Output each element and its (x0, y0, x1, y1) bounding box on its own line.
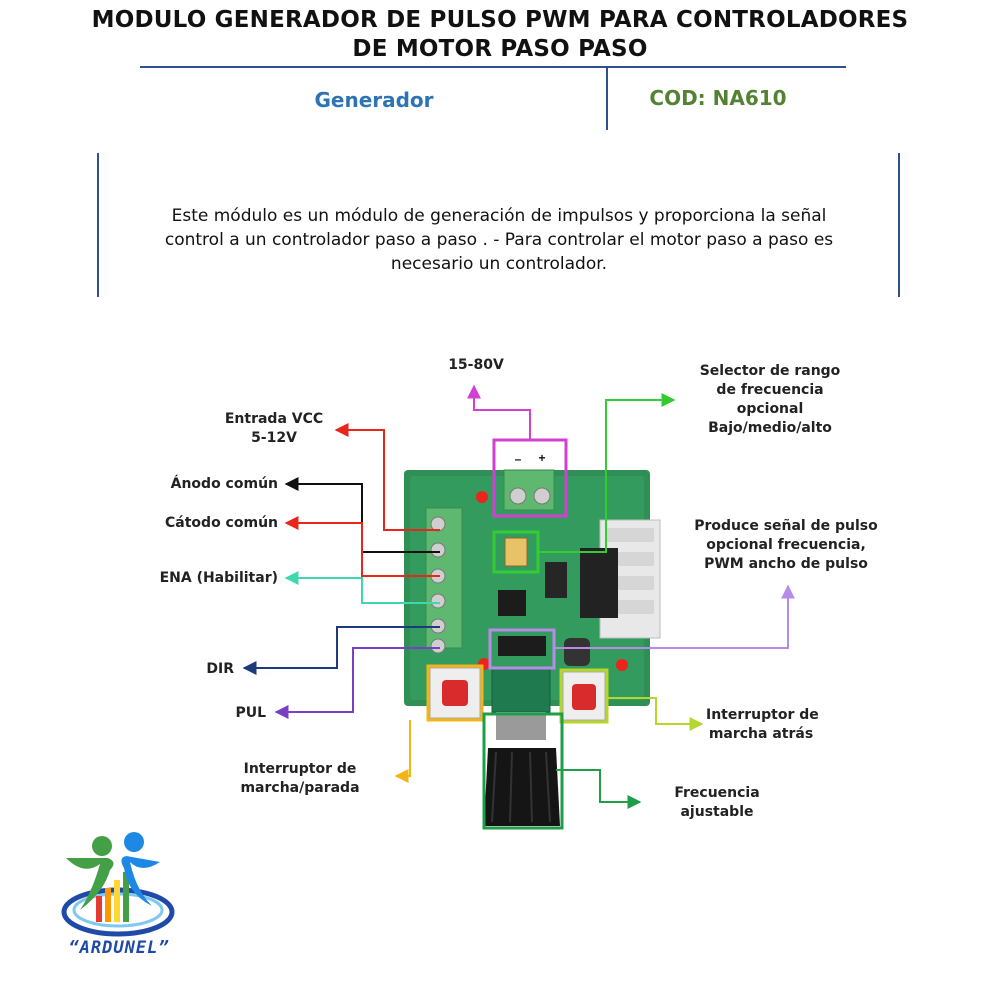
label-dir: DIR (206, 661, 234, 677)
description-line-1: Este módulo es un módulo de generación d… (171, 206, 827, 226)
terminal-minus-label: – (515, 452, 522, 466)
product-code: COD: NA610 (649, 86, 787, 110)
label-common-anode: Ánodo común (170, 476, 278, 492)
diode (545, 562, 567, 598)
header-divider (140, 66, 846, 68)
reverse-highlight (559, 668, 609, 724)
description-line-3: necesario un controlador. (390, 254, 608, 274)
capacitor (564, 638, 590, 666)
ardunel-logo-graphic (61, 832, 175, 937)
leader-ena (284, 571, 440, 604)
leader-frequency (556, 769, 642, 809)
label-vcc-input: Entrada VCC 5-12V (224, 411, 324, 446)
leader-run-stop (394, 720, 411, 783)
terminal-plus-label: + (538, 451, 545, 465)
label-run-stop-switch: Interruptor de marcha/parada (240, 761, 360, 796)
header-vertical-divider (606, 68, 608, 130)
label-reverse-switch: Interruptor de marcha atrás (706, 707, 819, 742)
product-description: Este módulo es un módulo de generación d… (112, 204, 886, 276)
leader-cathode (284, 516, 440, 577)
leader-dir (242, 626, 440, 675)
label-pulse-output: Produce señal de pulso opcional frecuenc… (694, 518, 878, 572)
leader-pul (274, 647, 440, 719)
title-line-2: DE MOTOR PASO PASO (352, 36, 648, 62)
product-category: Generador (314, 88, 434, 112)
led-top (476, 491, 488, 503)
frequency-potentiometer (484, 667, 560, 826)
leader-voltage (467, 384, 531, 440)
label-ena: ENA (Habilitar) (159, 570, 278, 586)
title-line-1: MODULO GENERADOR DE PULSO PWM PARA CONTR… (91, 7, 909, 33)
leader-freq-selector (538, 393, 676, 553)
label-pul: PUL (235, 705, 266, 721)
description-right-border (898, 153, 900, 297)
label-adjustable-frequency: Frecuencia ajustable (674, 785, 760, 820)
label-voltage-input: 15-80V (448, 357, 504, 373)
leader-anode (284, 477, 440, 553)
pwm-chip (498, 636, 546, 656)
pwm-board-image (404, 469, 661, 826)
heatsink (580, 519, 661, 639)
label-common-cathode: Cátodo común (165, 515, 278, 531)
run-stop-highlight (426, 664, 484, 722)
leader-reverse (607, 697, 704, 731)
led-right (616, 659, 628, 671)
leader-pulse-output (554, 584, 795, 649)
leader-vcc (334, 423, 440, 531)
power-transistor (580, 548, 618, 618)
description-left-border (97, 153, 99, 297)
ic-chip (498, 590, 526, 616)
ardunel-logo-text: “ARDUNEL” (68, 938, 170, 958)
power-terminal-block (503, 469, 555, 511)
label-frequency-range-selector: Selector de rango de frecuencia opcional… (699, 363, 841, 436)
left-terminal-block (425, 507, 463, 654)
page-title: MODULO GENERADOR DE PULSO PWM PARA CONTR… (60, 6, 940, 64)
frequency-jumper (504, 537, 528, 567)
description-line-2: control a un controlador paso a paso . -… (164, 230, 834, 250)
